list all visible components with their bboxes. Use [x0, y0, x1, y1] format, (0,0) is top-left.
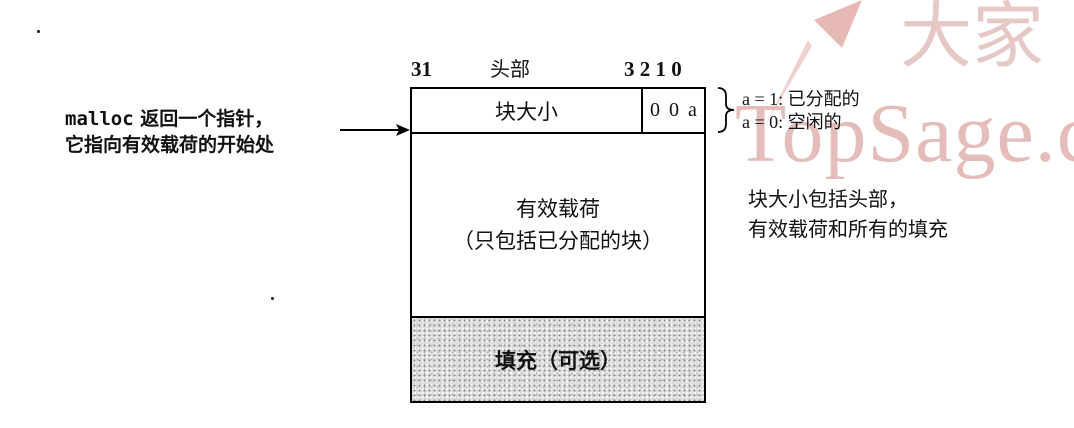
watermark-logo — [764, 0, 862, 128]
malloc-pointer-note: malloc 返回一个指针， 它指向有效载荷的开始处 — [65, 106, 274, 158]
block-size-cell: 块大小 — [412, 89, 643, 132]
malloc-code: malloc — [65, 108, 134, 130]
allocated-flag-cell: 0 0 a — [650, 99, 699, 121]
watermark-text: TopSage.c — [735, 87, 1074, 180]
payload-region: 有效载荷 （只包括已分配的块） — [412, 134, 704, 318]
heap-block: 块大小 0 0 a 有效载荷 （只包括已分配的块） 填充（可选） — [410, 87, 706, 403]
watermark-cjk: 大家 — [900, 0, 1045, 78]
block-size-note-line2: 有效载荷和所有的填充 — [748, 217, 948, 241]
scan-dot — [271, 297, 274, 300]
pointer-note-line2: 它指向有效载荷的开始处 — [65, 134, 275, 156]
payload-subtitle: （只包括已分配的块） — [453, 229, 663, 253]
flag-legend-allocated: a = 1: 已分配的 — [742, 89, 860, 109]
header-word: 块大小 0 0 a — [412, 89, 704, 134]
flag-legend-free: a = 0: 空闲的 — [742, 112, 842, 132]
padding-region: 填充（可选） — [412, 318, 704, 401]
flag-legend: a = 1: 已分配的 a = 0: 空闲的 — [742, 88, 860, 134]
pointer-note-line1: malloc 返回一个指针， — [65, 106, 274, 132]
payload-title: 有效载荷 — [516, 197, 600, 221]
block-size-note: 块大小包括头部， 有效载荷和所有的填充 — [748, 184, 948, 244]
header-title: 头部 — [490, 57, 530, 81]
legend-brace — [717, 87, 735, 133]
low-bits-label: 3 2 1 0 — [624, 57, 682, 81]
pointer-arrow — [340, 124, 410, 136]
padding-label: 填充（可选） — [495, 348, 621, 373]
block-size-note-line1: 块大小包括头部， — [748, 187, 908, 211]
pointer-note-line1-rest: 返回一个指针， — [133, 108, 274, 130]
bit-31-label: 31 — [411, 57, 432, 81]
scan-dot — [37, 30, 40, 33]
